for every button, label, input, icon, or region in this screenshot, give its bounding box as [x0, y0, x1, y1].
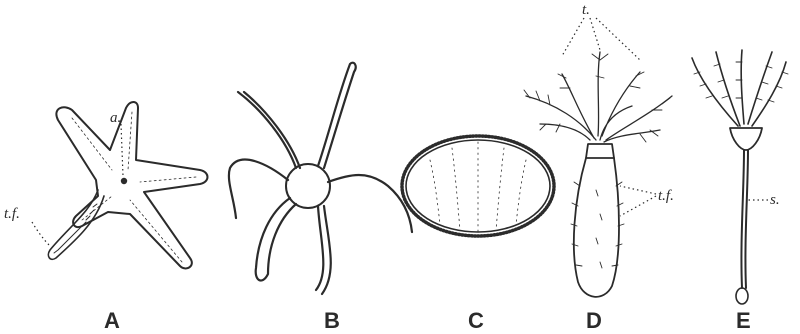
starfish-mouth [121, 178, 127, 184]
panel-c-sea-urchin: C [402, 136, 554, 333]
panel-letter-a: A [104, 308, 120, 333]
label-d-tube-feet: t.f. [658, 188, 674, 204]
brittle-star-arm-4 [316, 206, 331, 294]
panel-letter-e: E [736, 308, 751, 333]
tentacles-leader [562, 18, 640, 60]
panel-e-crinoid: s. E [692, 50, 788, 333]
mouth-leader [121, 124, 123, 176]
brittle-star-arm-6 [229, 160, 288, 218]
brittle-star-arm-3 [328, 175, 412, 232]
tube-feet-leader-d [620, 186, 656, 216]
crinoid-holdfast [736, 288, 748, 304]
label-a-mouth: a. [110, 110, 121, 126]
crinoid-arms [692, 50, 786, 126]
cucumber-collar [586, 144, 614, 158]
brittle-star-arm-5 [256, 198, 296, 281]
brittle-star-disc [286, 164, 330, 208]
panel-d-sea-cucumber: t. t.f. D [524, 2, 674, 333]
cucumber-tentacle-branches [524, 54, 670, 142]
cucumber-tube-feet [571, 182, 624, 268]
tube-feet-leader-a [32, 222, 50, 246]
cucumber-body [574, 158, 619, 297]
brittle-star-arm-2 [318, 63, 356, 168]
panel-b-brittle-star: B [229, 63, 412, 333]
panel-a-starfish: a. t.f. A [4, 102, 208, 333]
panel-letter-b: B [324, 308, 340, 333]
panel-letter-d: D [586, 308, 602, 333]
urchin-ambulacral-rows [430, 142, 526, 232]
crinoid-stalk [741, 150, 748, 288]
tube-feet-texture [54, 204, 97, 253]
crinoid-calyx [730, 128, 762, 150]
label-d-tentacles: t. [582, 2, 590, 18]
cucumber-tentacle-crown [526, 52, 672, 142]
label-e-stalk: s. [770, 192, 780, 208]
label-a-tube-feet: t.f. [4, 206, 20, 222]
brittle-star-arm-1 [238, 92, 300, 168]
panel-letter-c: C [468, 308, 484, 333]
tube-feet-arm [48, 190, 104, 259]
